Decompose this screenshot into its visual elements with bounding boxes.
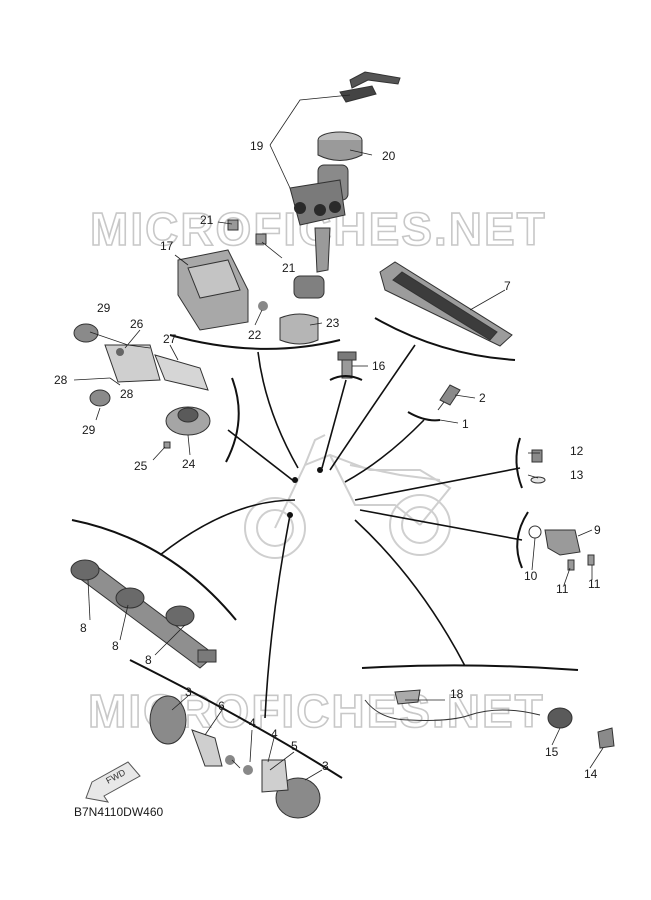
callout-11b: 11 — [588, 577, 601, 591]
callout-11a: 11 — [556, 582, 569, 596]
callout-29a: 29 — [97, 301, 111, 315]
injector-assembly — [70, 559, 217, 669]
callout-5: 5 — [291, 739, 298, 753]
callout-26: 26 — [130, 317, 144, 331]
group-brackets — [71, 317, 579, 779]
callout-4b: 4 — [271, 727, 278, 741]
callout-18: 18 — [450, 687, 464, 701]
switch-12-13 — [530, 449, 546, 484]
meter-assembly — [379, 261, 513, 347]
fwd-arrow: FWD — [85, 761, 141, 803]
callout-10: 10 — [524, 569, 538, 583]
callout-19: 19 — [250, 139, 264, 153]
callout-8b: 8 — [112, 639, 119, 653]
callout-20: 20 — [382, 149, 396, 163]
connector-dot-2 — [317, 467, 323, 473]
callout-21b: 21 — [282, 261, 296, 275]
motorcycle-silhouette — [244, 434, 452, 559]
callout-2: 2 — [479, 391, 486, 405]
callout-3a: 3 — [185, 685, 192, 699]
callout-24: 24 — [182, 457, 196, 471]
bracket-assembly — [73, 323, 211, 449]
callout-13: 13 — [570, 468, 584, 482]
callout-labels: 19 20 21 21 17 22 23 7 16 2 1 12 13 9 10… — [54, 139, 601, 781]
callout-29b: 29 — [82, 423, 96, 437]
sensor-9 — [528, 525, 595, 571]
callout-8c: 8 — [145, 653, 152, 667]
horn-assembly — [149, 695, 321, 819]
callout-28b: 28 — [120, 387, 134, 401]
connector-dot-3 — [287, 512, 293, 518]
diagram-code: B7N4110DW460 — [74, 805, 163, 819]
callout-leaders — [73, 94, 604, 781]
callout-16: 16 — [372, 359, 386, 373]
callout-28a: 28 — [54, 373, 68, 387]
callout-25: 25 — [134, 459, 148, 473]
callout-21a: 21 — [200, 213, 214, 227]
callout-1: 1 — [462, 417, 469, 431]
callout-4a: 4 — [249, 716, 256, 730]
callout-14: 14 — [584, 767, 598, 781]
callout-23: 23 — [326, 316, 340, 330]
radial-leaders — [159, 344, 523, 719]
connector-dot-1 — [292, 477, 298, 483]
sensor-16 — [337, 351, 357, 379]
callout-27: 27 — [163, 332, 177, 346]
callout-7: 7 — [504, 279, 511, 293]
callout-15: 15 — [545, 745, 559, 759]
ignition-switch-group — [177, 71, 401, 345]
callout-9: 9 — [594, 523, 601, 537]
callout-17: 17 — [160, 239, 174, 253]
sensor-2 — [437, 384, 461, 411]
callout-22: 22 — [248, 328, 262, 342]
callout-12: 12 — [570, 444, 584, 458]
callout-3b: 3 — [322, 759, 329, 773]
callout-8a: 8 — [80, 621, 87, 635]
callout-6: 6 — [218, 699, 225, 713]
